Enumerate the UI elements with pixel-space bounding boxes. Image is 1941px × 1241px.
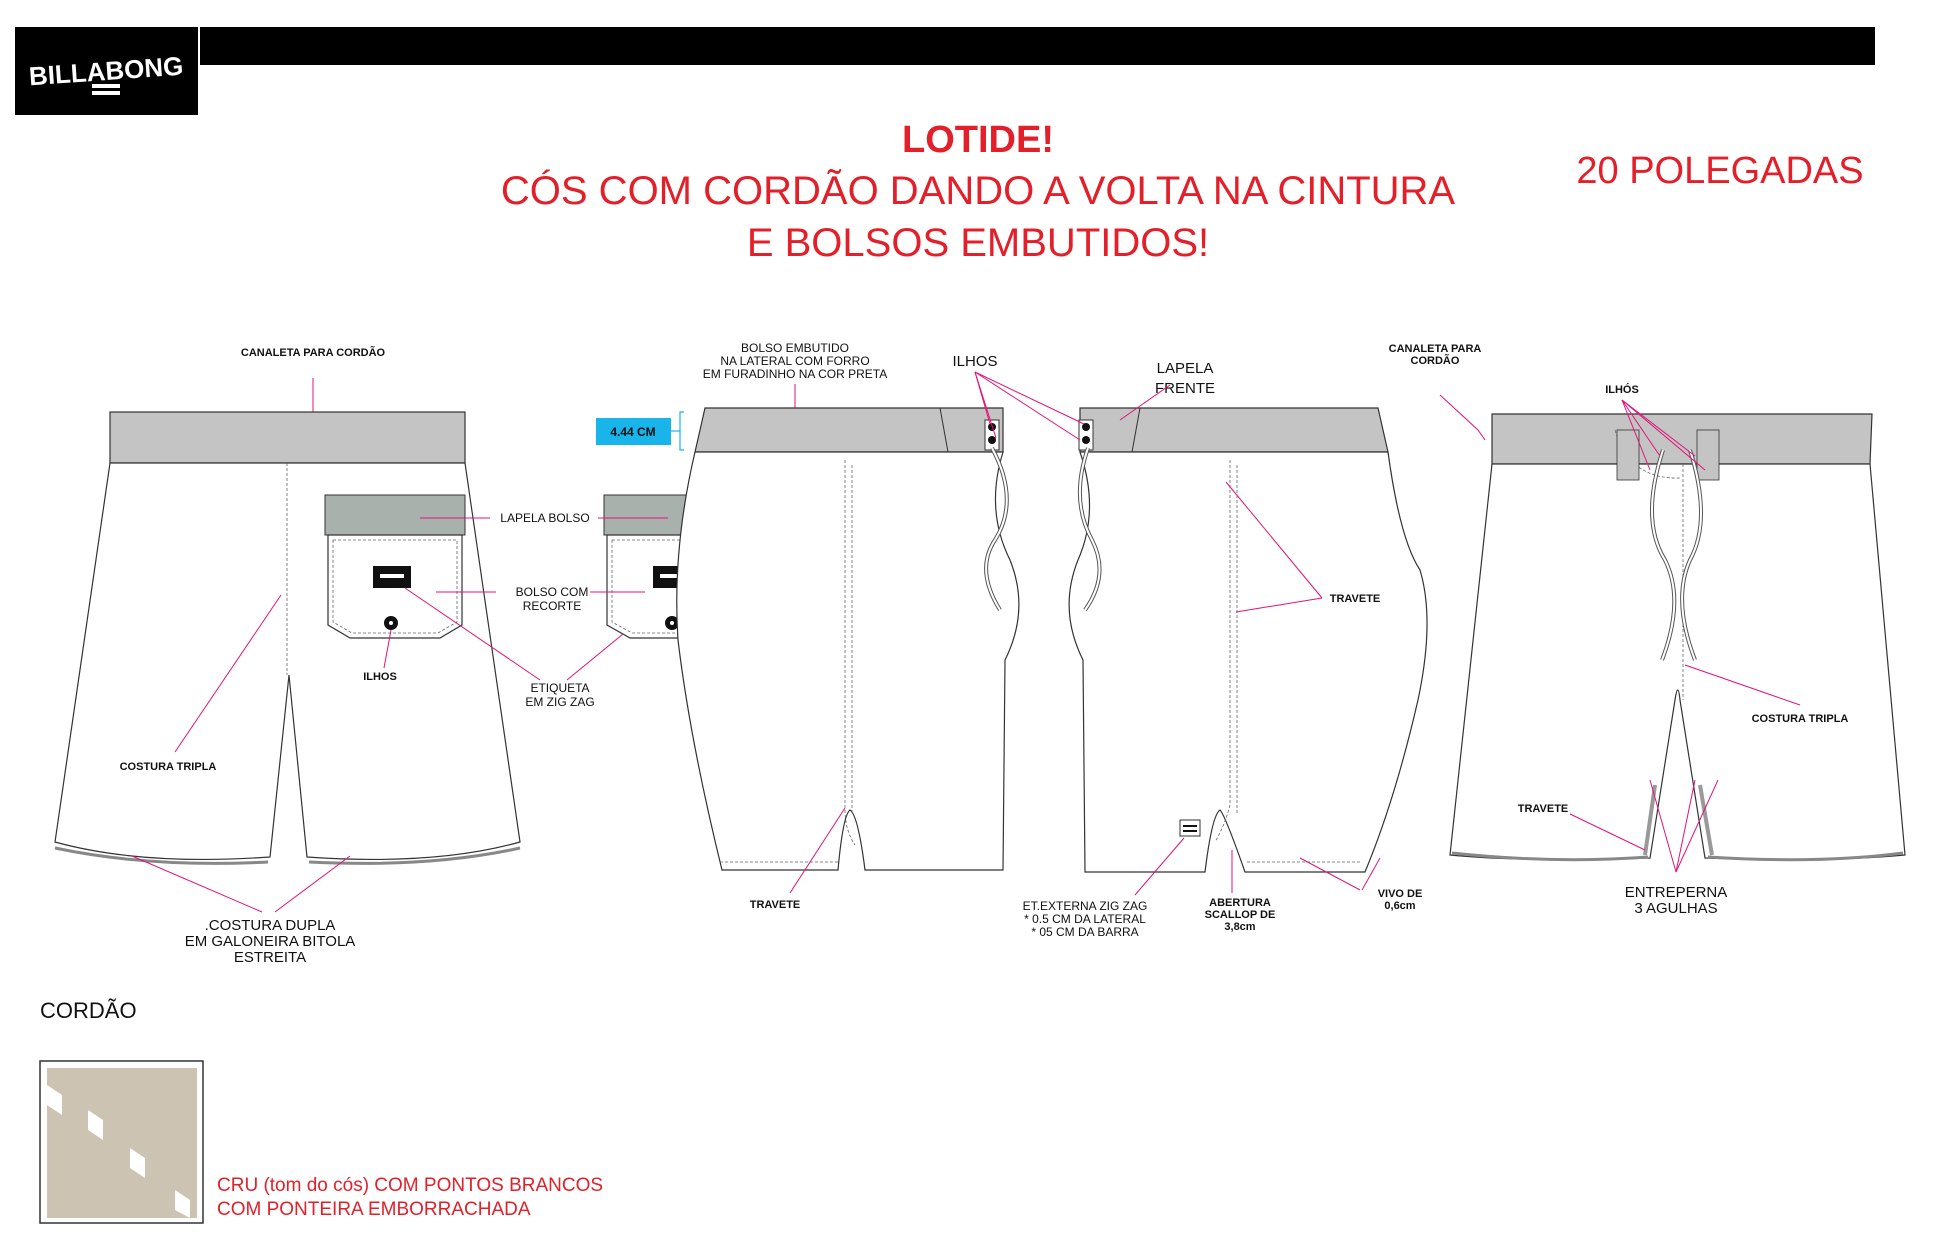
back-pocket-flap (324, 494, 466, 536)
bolso-embutido-label-1: BOLSO EMBUTIDO (741, 341, 849, 355)
lapela-bolso-label: LAPELA BOLSO (500, 511, 589, 525)
canaleta-front-label-2: CORDÃO (1411, 354, 1460, 367)
cord-desc-1: CRU (tom do cós) COM PONTOS BRANCOS (217, 1175, 603, 1196)
canaleta-label: CANALETA PARA CORDÃO (241, 346, 386, 359)
etiqueta-label-2: EM ZIG ZAG (525, 695, 594, 709)
bolso-embutido-label-2: NA LATERAL COM FORRO (720, 354, 869, 368)
billabong-mark-icon (1179, 819, 1201, 837)
back-waistband (109, 411, 466, 464)
front-fly (1616, 429, 1640, 481)
etiqueta-externa-label-3: * 05 CM DA BARRA (1031, 925, 1138, 939)
measure-label: 4.44 CM (610, 425, 655, 439)
cord-dot-4 (175, 1190, 190, 1218)
cord-section: CORDÃO CRU (tom do cós) COM PONTOS BRANC… (39, 998, 603, 1224)
ilhos-front-label: ILHÓS (1605, 383, 1639, 396)
side-views: BOLSO EMBUTIDO NA LATERAL COM FORRO EM F… (596, 341, 1428, 939)
etiqueta-label-1: ETIQUETA (530, 681, 589, 695)
cord-swatch (47, 1068, 197, 1218)
entreperna-label-1: ENTREPERNA (1625, 884, 1728, 901)
lapela-frente-label-2: FRENTE (1155, 380, 1215, 397)
abertura-label-2: SCALLOP DE (1205, 909, 1276, 921)
travete-left-label: TRAVETE (750, 899, 801, 911)
title-line-1: LOTIDE! (902, 119, 1054, 161)
cord-desc-2: COM PONTEIRA EMBORRACHADA (217, 1199, 531, 1220)
bolso-label-1: BOLSO COM (516, 585, 589, 599)
lapela-frente-label-1: LAPELA (1157, 360, 1214, 377)
header-bar (200, 27, 1875, 65)
measure-badge (596, 418, 671, 445)
costura-dupla-label-3: ESTREITA (234, 949, 306, 966)
cord-dot-3 (130, 1148, 145, 1178)
vivo-label-2: 0,6cm (1384, 900, 1415, 912)
side-right-body (1068, 451, 1428, 873)
abertura-label-3: 3,8cm (1224, 921, 1255, 933)
front-view: CANALETA PARA CORDÃO ILHÓS COSTURA TRIPL… (1389, 343, 1906, 917)
side-left-body (676, 451, 1020, 871)
canaleta-front-label-1: CANALETA PARA (1389, 343, 1482, 355)
side-left-waistband (694, 407, 1004, 453)
title-line-2: CÓS COM CORDÃO DANDO A VOLTA NA CINTURA (501, 168, 1456, 213)
cord-dot-2 (88, 1110, 103, 1140)
bolso-embutido-label-3: EM FURADINHO NA COR PRETA (703, 367, 887, 381)
travete-right-label: TRAVETE (1330, 593, 1381, 605)
cord-title: CORDÃO (40, 998, 137, 1023)
size-label: 20 POLEGADAS (1576, 150, 1863, 192)
costura-dupla-label-1: .COSTURA DUPLA (205, 917, 336, 934)
back-view: CANALETA PARA CORDÃO LAPELA BOLSO BOLSO … (54, 346, 745, 966)
logo-box (15, 27, 198, 115)
costura-dupla-label-2: EM GALONEIRA BITOLA (185, 933, 356, 950)
etiqueta-externa-label-2: * 0.5 CM DA LATERAL (1024, 912, 1146, 926)
title-line-3: E BOLSOS EMBUTIDOS! (747, 221, 1209, 265)
abertura-label-1: ABERTURA (1209, 897, 1271, 909)
entreperna-label-2: 3 AGULHAS (1634, 900, 1717, 917)
front-waistband (1491, 413, 1873, 465)
costura-tripla-front-label: COSTURA TRIPLA (1752, 713, 1849, 725)
vivo-label-1: VIVO DE (1378, 888, 1423, 900)
front-shorts-body (1449, 463, 1906, 861)
costura-tripla-label: COSTURA TRIPLA (120, 761, 217, 773)
ilhos-label: ILHOS (363, 671, 397, 683)
side-right-waistband (1079, 407, 1389, 453)
ilhos-side-label: ILHOS (952, 353, 997, 370)
travete-front-label: TRAVETE (1518, 803, 1569, 815)
etiqueta-externa-label-1: ET.EXTERNA ZIG ZAG (1023, 899, 1148, 913)
bolso-label-2: RECORTE (523, 599, 581, 613)
cord-dot-1 (47, 1085, 62, 1115)
